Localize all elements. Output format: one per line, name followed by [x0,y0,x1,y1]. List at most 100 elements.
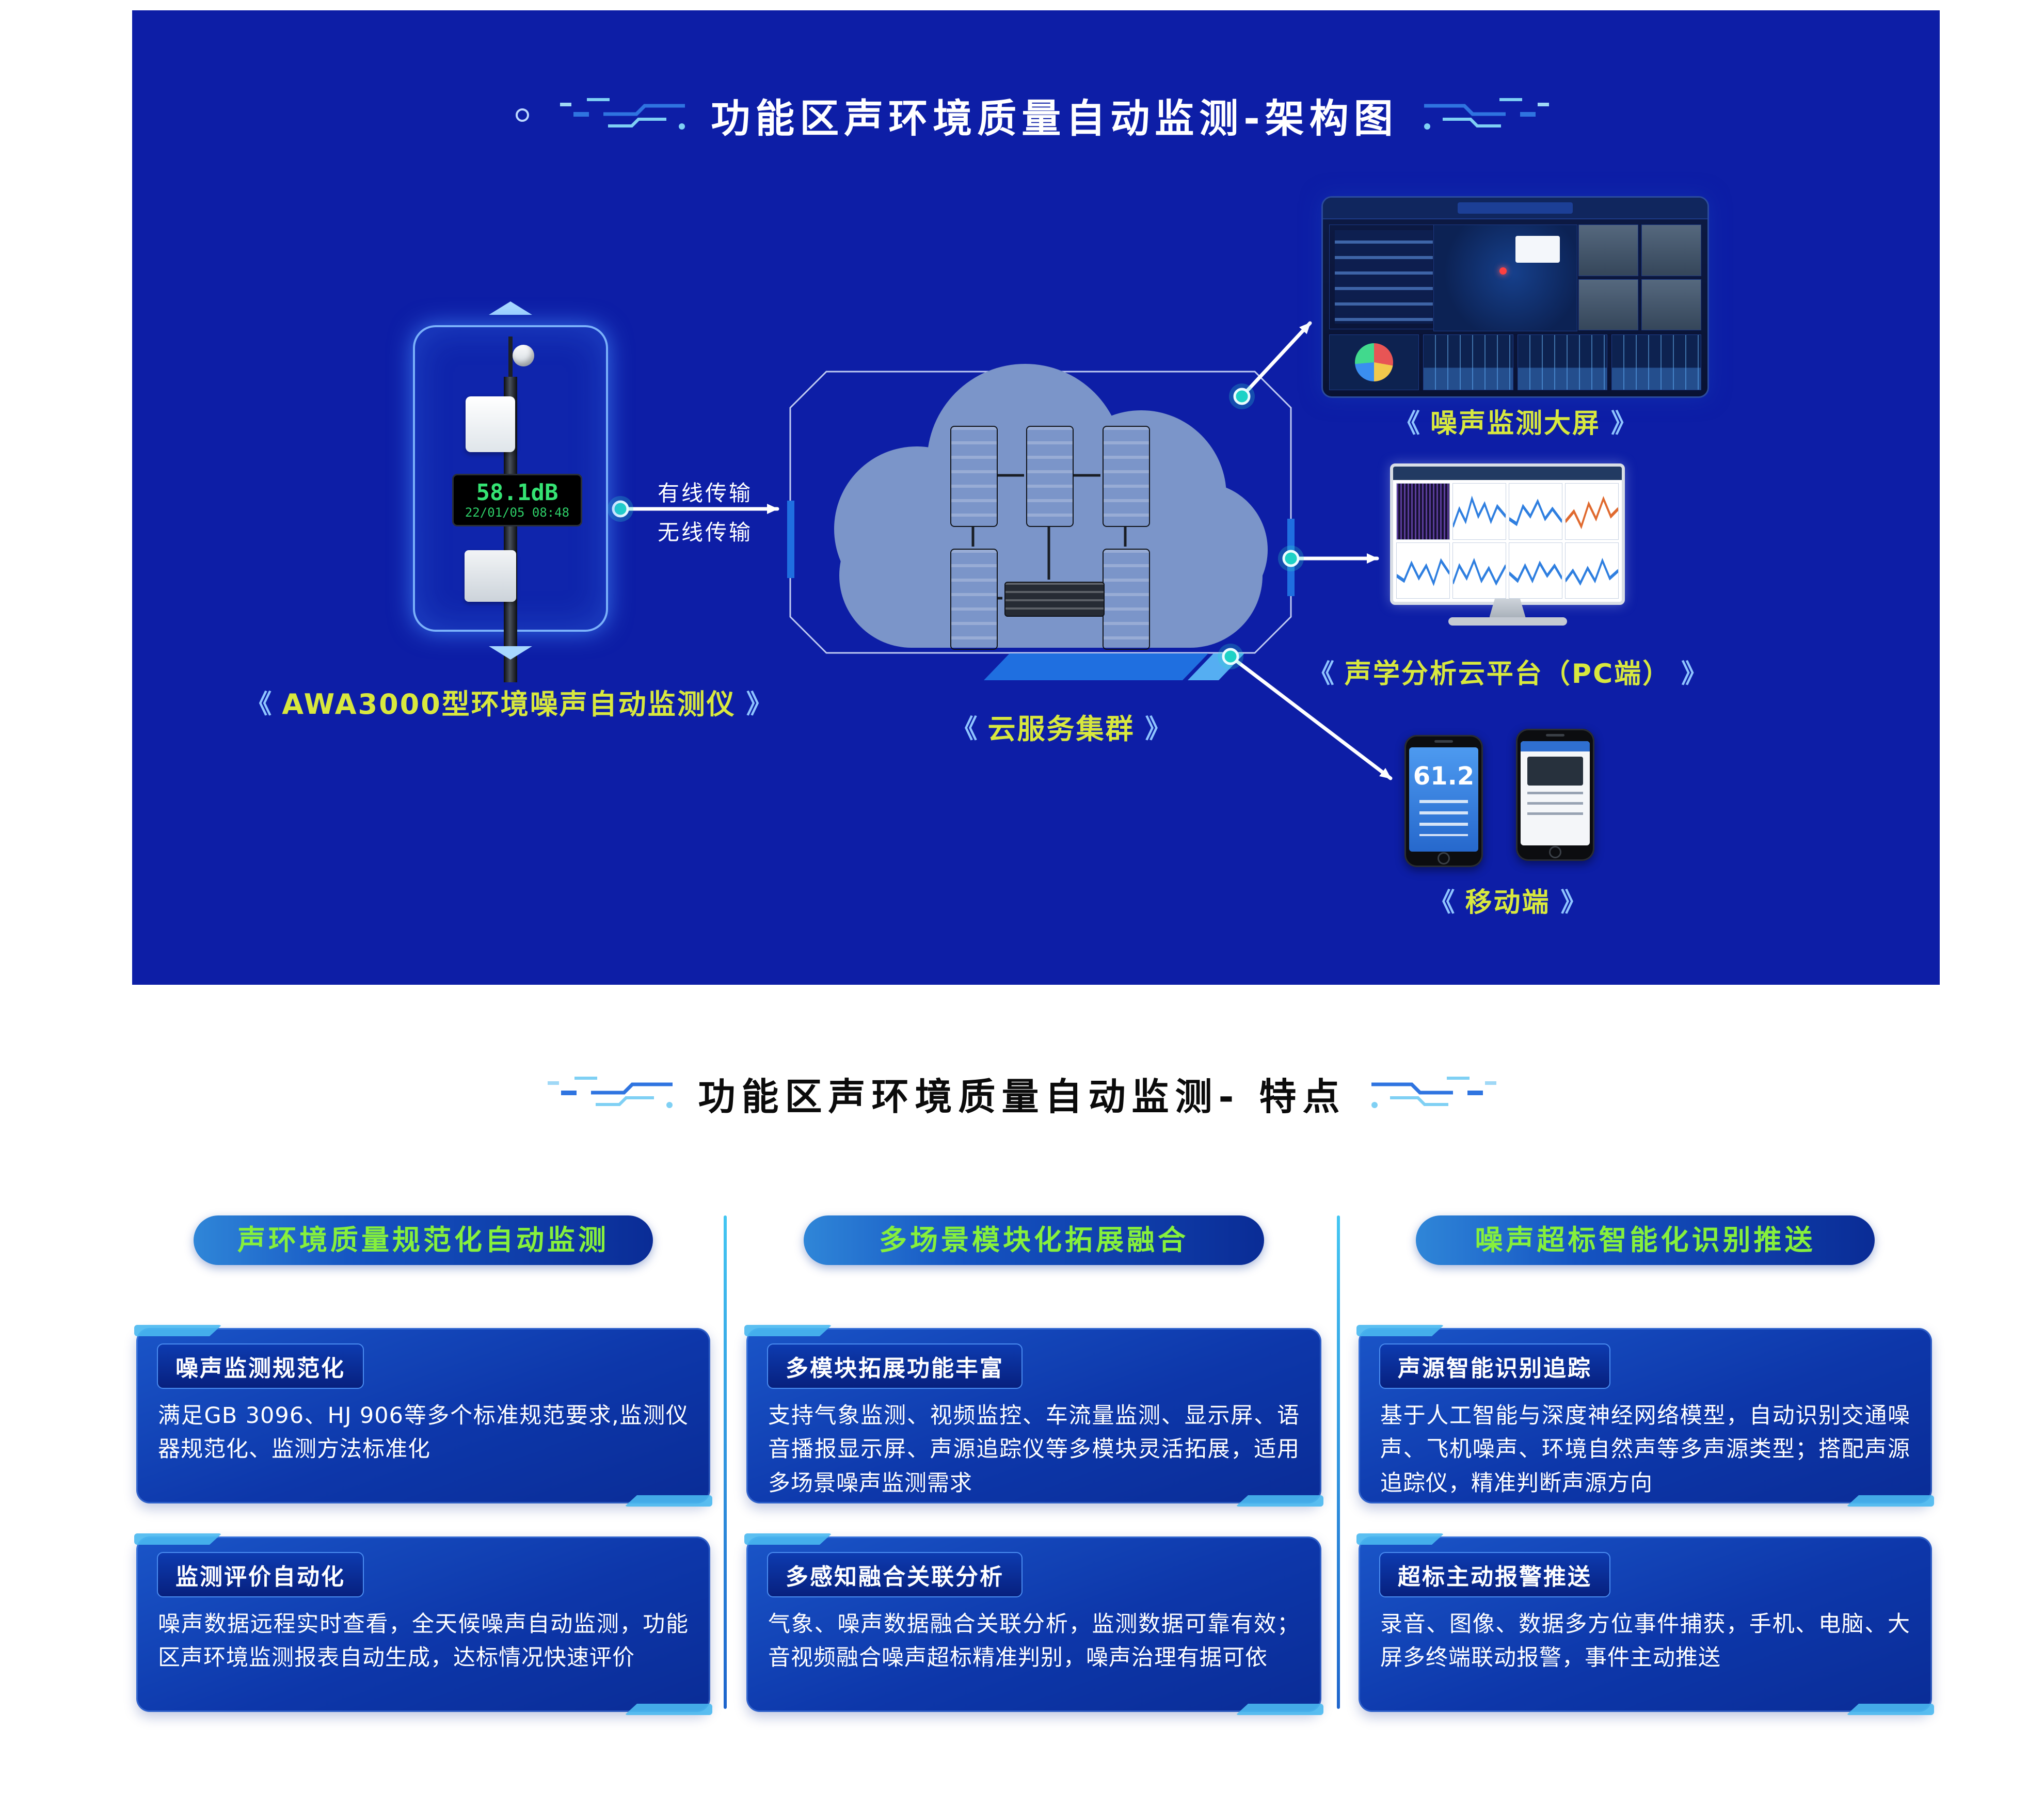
chevron-up-icon [489,301,532,315]
feature-badge: 声源智能识别追踪 [1379,1343,1610,1389]
phone-app-bar [1521,741,1590,751]
spectrogram-tile [1396,483,1450,540]
double-angle-right-icon: 》 [1611,408,1637,438]
chart-tile [1452,483,1506,540]
home-button-icon [1549,846,1561,858]
monitor-base [1448,617,1567,626]
feature-card: 多模块拓展功能丰富 支持气象监测、视频监控、车流量监测、显示屏、语音播报显示屏、… [746,1328,1321,1503]
column-divider [724,1215,727,1709]
phone-screen [1521,741,1590,845]
double-angle-left-icon: 《 [1394,408,1420,438]
feature-text: 录音、图像、数据多方位事件捕获，手机、电脑、大屏多终端联动报警，事件主动推送 [1380,1611,1910,1671]
device-mast [508,337,513,398]
feature-column-header: 多场景模块化拓展融合 [804,1215,1264,1265]
double-angle-left-icon: 《 [1429,887,1455,917]
chevron-down-icon [489,646,532,660]
architecture-title-row: 功能区声环境质量自动监测-架构图 [132,87,1940,143]
server-icon [950,426,998,527]
phone-icon [1516,729,1594,861]
dot-icon [516,108,530,122]
chart-tile [1565,542,1619,599]
feature-badge: 多感知融合关联分析 [767,1552,1023,1597]
chart-tile [1565,483,1619,540]
architecture-section: 功能区声环境质量自动监测-架构图 58.1dB 22/01/05 08:48 [132,10,1940,985]
pie-chart-tile [1329,334,1419,390]
phone-video-thumb [1527,757,1583,786]
feature-column-3: 噪声超标智能化识别推送 声源智能识别追踪 基于人工智能与深度神经网络模型，自动识… [1359,1215,1932,1712]
mobile-caption-row: 《 移动端 》 [1376,881,1639,919]
phone-content-lines [1527,792,1583,823]
pc-dashboard-header [1393,467,1622,480]
phone-speaker [1434,740,1453,743]
double-angle-left-icon: 《 [246,689,272,719]
big-screen-header [1323,198,1707,219]
phone-noise-value: 61.2 [1413,762,1475,791]
feature-card: 监测评价自动化 噪声数据远程实时查看，全天候噪声自动监测，功能区声环境监测报表自… [136,1536,710,1712]
pc-dashboard-grid [1396,483,1619,599]
connection-arrows [608,321,1393,780]
noise-monitor-device: 58.1dB 22/01/05 08:48 [410,299,611,692]
pie-icon [1355,343,1394,381]
phone-content-lines [1419,800,1468,836]
big-screen-video-grid [1578,225,1701,330]
feature-text: 满足GB 3096、HJ 906等多个标准规范要求,监测仪器规范化、监测方法标准… [158,1403,689,1463]
feature-badge: 超标主动报警推送 [1379,1552,1610,1597]
pc-caption: 声学分析云平台（PC端） [1344,659,1671,690]
chart-tile [1423,334,1513,390]
phone-screen: 61.2 [1409,747,1478,852]
camera-icon [513,345,534,366]
cloud-cluster [824,348,1278,671]
feature-column-1: 声环境质量规范化自动监测 噪声监测规范化 满足GB 3096、HJ 906等多个… [136,1215,710,1712]
column-divider [1337,1215,1340,1709]
big-screen-chart-row [1329,334,1701,390]
features-title-row: 功能区声环境质量自动监测- 特点 [0,1066,2044,1120]
mobile-caption: 移动端 [1465,887,1551,918]
cloud-outline [789,371,1292,654]
architecture-title: 功能区声环境质量自动监测-架构图 [711,95,1398,141]
feature-card: 多感知融合关联分析 气象、噪声数据融合关联分析，监测数据可靠有效；音视频融合噪声… [746,1536,1321,1712]
features-title: 功能区声环境质量自动监测- 特点 [698,1075,1346,1118]
chart-tile [1517,334,1607,390]
circuit-decor-icon [560,98,685,130]
feature-column-2: 多场景模块化拓展融合 多模块拓展功能丰富 支持气象监测、视频监控、车流量监测、显… [746,1215,1321,1712]
mobile-preview: 61.2 [1403,729,1600,867]
cloud-caption: 云服务集群 [987,713,1135,745]
map-popup [1515,235,1560,263]
chart-tile [1396,542,1450,599]
big-screen-caption-row: 《 噪声监测大屏 》 [1345,402,1686,440]
big-screen-caption: 噪声监测大屏 [1430,408,1601,439]
double-angle-right-icon: 》 [1145,713,1171,744]
feature-badge: 监测评价自动化 [157,1552,364,1597]
circuit-decor-icon [1371,1076,1497,1108]
feature-badge: 噪声监测规范化 [157,1343,364,1389]
feature-text: 支持气象监测、视频监控、车流量监测、显示屏、语音播报显示屏、声源追踪仪等多模块灵… [768,1403,1300,1496]
link-node-icon [608,383,1304,669]
circuit-decor-icon [547,1076,673,1108]
cloud-caption-row: 《 云服务集群 》 [906,706,1216,747]
big-screen-map [1433,225,1577,331]
device-sensor-box [466,396,515,452]
device-caption-row: 《 AWA3000型环境噪声自动监测仪 》 [246,681,772,722]
chart-tile [1509,542,1562,599]
server-links [971,474,1127,600]
device-display: 58.1dB 22/01/05 08:48 [452,474,582,526]
feature-card: 超标主动报警推送 录音、图像、数据多方位事件捕获，手机、电脑、大屏多终端联动报警… [1359,1536,1932,1712]
device-display-datetime: 22/01/05 08:48 [465,505,570,520]
chart-tile [1611,334,1701,390]
pc-monitor-preview [1390,463,1625,634]
feature-card: 声源智能识别追踪 基于人工智能与深度神经网络模型，自动识别交通噪声、飞机噪声、环… [1359,1328,1932,1503]
circuit-decor-icon [1424,98,1549,130]
home-button-icon [1438,852,1450,865]
big-screen-preview [1321,196,1709,398]
phone-icon: 61.2 [1404,735,1483,867]
map-marker-icon [1499,267,1507,275]
storage-rack-icon [1004,582,1105,617]
double-angle-right-icon: 》 [746,689,772,719]
device-lower-box [465,550,516,602]
server-icon [1103,549,1150,650]
chart-tile [1509,483,1562,540]
double-angle-right-icon: 》 [1560,887,1587,917]
feature-text: 噪声数据远程实时查看，全天候噪声自动监测，功能区声环境监测报表自动生成，达标情况… [158,1611,689,1671]
monitor-stand [1489,599,1526,617]
